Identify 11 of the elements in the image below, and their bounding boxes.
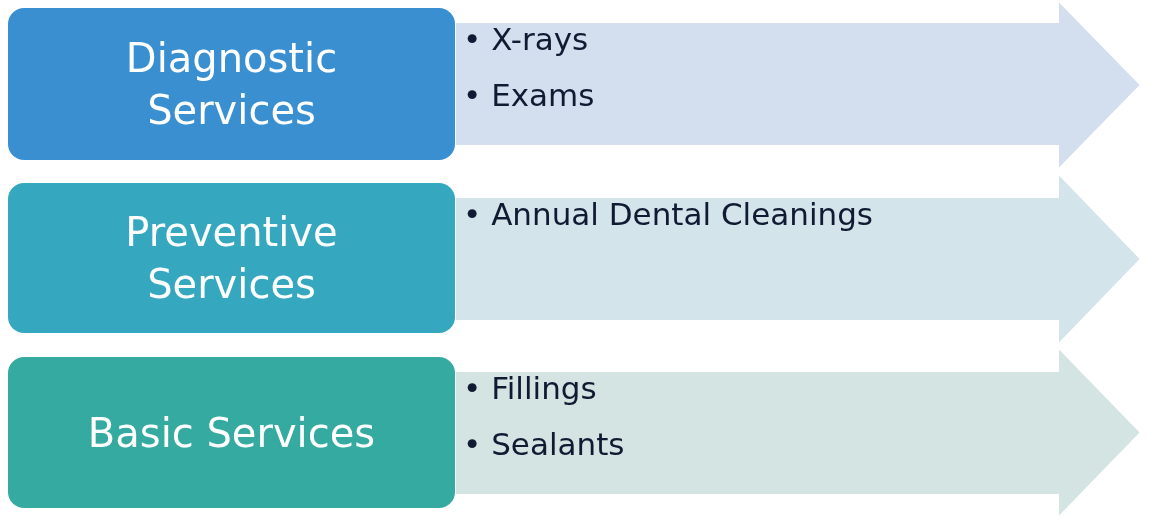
bullet-item: • X-rays	[463, 20, 590, 59]
bullet-item: • Exams	[463, 75, 595, 115]
bullet-item: • Fillings	[463, 369, 598, 408]
category-title: Preventive Services	[124, 208, 339, 309]
category-box	[8, 8, 455, 160]
category-title: Basic Services	[87, 408, 376, 458]
category-title: Diagnostic Services	[124, 34, 339, 135]
category-box	[8, 357, 455, 508]
bullet-item: • Annual Dental Cleanings	[463, 195, 874, 234]
bullet-item: • Sealants	[463, 424, 625, 464]
category-box	[8, 183, 455, 333]
